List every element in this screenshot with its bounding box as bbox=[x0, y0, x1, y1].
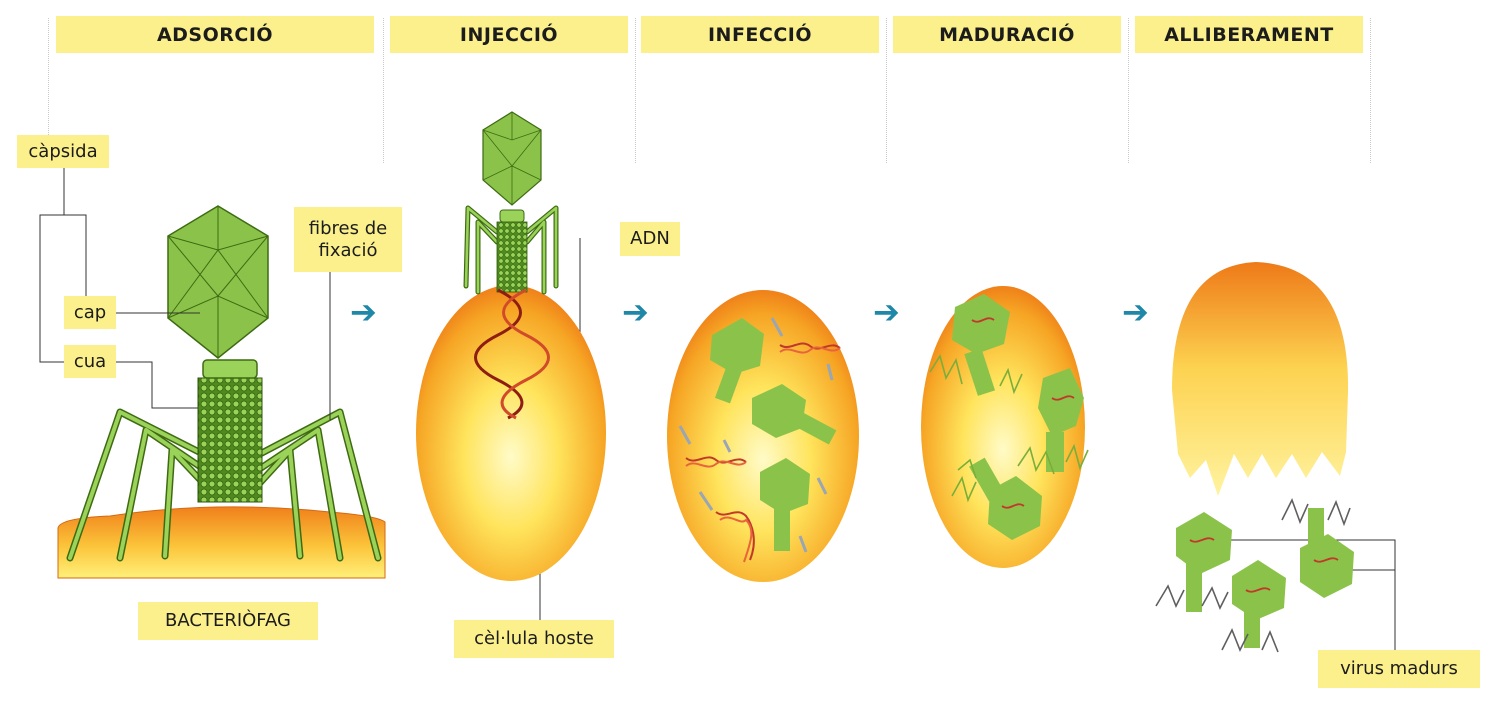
arrow-right-icon: ➔ bbox=[873, 293, 900, 331]
host-cell-maturation bbox=[921, 286, 1085, 568]
label-cellula-hoste: cèl·lula hoste bbox=[454, 620, 614, 658]
host-cell-injection bbox=[416, 285, 606, 581]
stage-divider bbox=[48, 18, 49, 163]
stage-divider bbox=[886, 18, 887, 163]
label-virus-madurs: virus madurs bbox=[1318, 650, 1480, 688]
viral-capsid-parts bbox=[710, 318, 837, 551]
dna-helix-injected bbox=[474, 288, 550, 420]
stage-divider bbox=[635, 18, 636, 163]
stage-header-alliberament: ALLIBERAMENT bbox=[1135, 16, 1363, 53]
stage-divider bbox=[1370, 18, 1371, 163]
arrow-right-icon: ➔ bbox=[1122, 293, 1149, 331]
grey-fragments bbox=[678, 317, 834, 553]
bacteriophage-injecting bbox=[463, 111, 559, 295]
mature-virions bbox=[1155, 497, 1354, 653]
label-capsida: càpsida bbox=[17, 135, 109, 168]
arrow-right-icon: ➔ bbox=[350, 293, 377, 331]
stage-header-maduracio: MADURACIÓ bbox=[893, 16, 1121, 53]
stage-header-infeccio: INFECCIÓ bbox=[641, 16, 879, 53]
arrow-right-icon: ➔ bbox=[622, 293, 649, 331]
assembling-virions bbox=[929, 294, 1089, 540]
stage-divider bbox=[383, 18, 384, 163]
label-cap: cap bbox=[64, 296, 116, 329]
stage-divider bbox=[1128, 18, 1129, 163]
dna-fragments bbox=[685, 342, 841, 563]
stage-header-injeccio: INJECCIÓ bbox=[390, 16, 628, 53]
bacteriophage-large bbox=[66, 205, 382, 562]
label-bacteriofag: BACTERIÒFAG bbox=[138, 602, 318, 640]
label-cua: cua bbox=[64, 345, 116, 378]
stage-header-adsorcio: ADSORCIÓ bbox=[56, 16, 374, 53]
burst-host-cell bbox=[1172, 262, 1349, 496]
label-adn: ADN bbox=[620, 222, 680, 256]
label-fibres-fixacio: fibres de fixació bbox=[294, 207, 402, 272]
host-cell-infection bbox=[667, 290, 859, 582]
